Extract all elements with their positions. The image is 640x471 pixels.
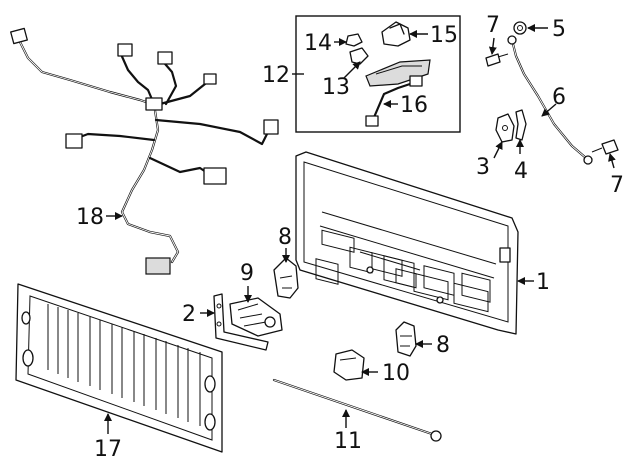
latch-part-lower [395, 321, 417, 357]
callout-label-4: 4 [514, 159, 528, 184]
callout-label-12: 12 [262, 63, 290, 88]
mounting-bracket-part [213, 293, 269, 351]
bolt-part-top [485, 53, 509, 67]
callout-label-7-bottom: 7 [610, 173, 624, 198]
callout-label-8-upper: 8 [278, 225, 292, 250]
actuator-part [229, 297, 283, 337]
handle-bezel-part [365, 59, 431, 87]
callout-labels: 1 2 3 4 5 6 7 7 8 8 9 10 11 12 13 14 15 … [76, 13, 624, 462]
callout-label-11: 11 [334, 429, 362, 454]
tailgate-handle-part [381, 21, 411, 47]
latch-part-upper [273, 257, 299, 299]
clip-part-13 [349, 47, 369, 65]
callout-label-1: 1 [536, 270, 550, 295]
callout-label-14: 14 [304, 31, 332, 56]
callout-label-5: 5 [552, 17, 566, 42]
callout-label-15: 15 [430, 23, 458, 48]
callout-label-2: 2 [182, 302, 196, 327]
hinge-bracket-part-3 [495, 113, 515, 143]
tailgate-inner-panel-part [15, 283, 223, 453]
fastener-nut-part [513, 21, 527, 35]
callout-label-8-lower: 8 [436, 333, 450, 358]
tailgate-main-panel-part [295, 151, 519, 335]
leader-lines [104, 24, 616, 434]
callout-label-7-top: 7 [486, 13, 500, 38]
control-module-part [333, 349, 365, 381]
clip-part-14 [345, 33, 363, 47]
hinge-bracket-part-4 [515, 109, 527, 141]
camera-cable-part [365, 75, 423, 127]
callout-label-18: 18 [76, 205, 104, 230]
bolt-part-bottom [591, 139, 619, 155]
callout-label-10: 10 [382, 361, 410, 386]
callout-label-17: 17 [94, 437, 122, 462]
torsion-rod-part [272, 378, 442, 442]
callout-label-9: 9 [240, 261, 254, 286]
callout-label-6: 6 [552, 85, 566, 110]
callout-label-3: 3 [476, 155, 490, 180]
wiring-harness-part [10, 27, 279, 275]
callout-label-13: 13 [322, 75, 350, 100]
support-cable-part [507, 35, 593, 165]
callout-label-16: 16 [400, 93, 428, 118]
